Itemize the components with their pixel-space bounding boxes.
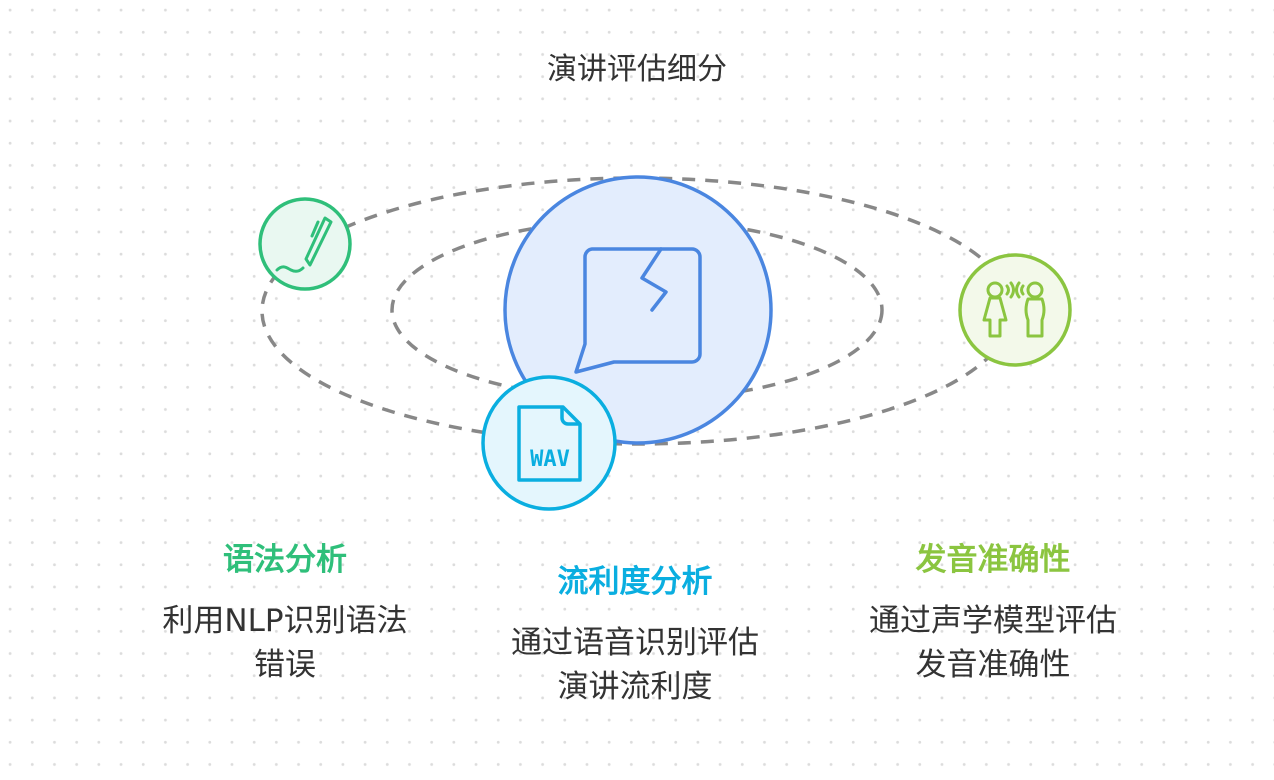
fluency-desc-line1: 通过语音识别评估 [511,625,759,661]
fluency-node: WAV [481,375,617,511]
pronunciation-desc-line1: 通过声学模型评估 [869,603,1117,639]
fluency-heading: 流利度分析 [557,564,713,600]
svg-text:WAV: WAV [530,447,570,472]
diagram-title: 演讲评估细分 [547,52,727,87]
speech-bubble-broken-icon [574,247,702,374]
grammar-desc-line2: 错误 [254,647,316,683]
pronunciation-heading: 发音准确性 [915,542,1071,578]
pronunciation-desc-line2: 发音准确性 [915,647,1071,683]
grammar-node [258,197,352,291]
center-node [503,175,773,445]
people-talking-icon [982,281,1046,338]
pronunciation-node [958,253,1072,367]
grammar-desc-line1: 利用NLP识别语法 [162,603,408,639]
pen-signature-icon [275,216,333,273]
wav-file-icon: WAV [517,405,582,482]
grammar-heading: 语法分析 [223,542,347,578]
fluency-desc-line2: 演讲流利度 [557,669,713,705]
